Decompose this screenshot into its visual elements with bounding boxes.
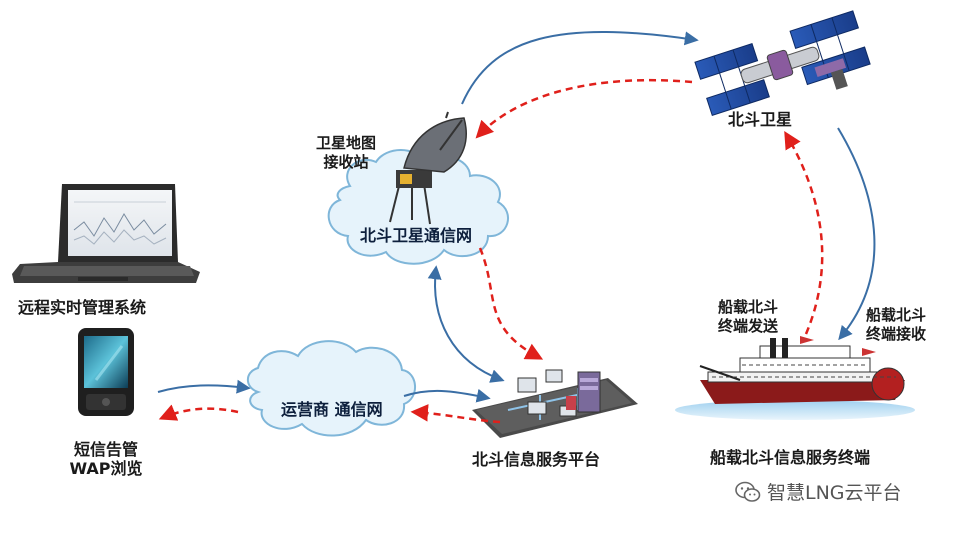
- arrow-carrier-to-phone: [158, 404, 239, 421]
- station-label-line1: 卫星地图: [315, 134, 376, 152]
- ship-recv-line2: 终端接收: [865, 325, 926, 343]
- watermark: 智慧LNG云平台: [735, 478, 902, 505]
- ship-icon: [675, 336, 915, 420]
- ship-terminal-label: 船载北斗信息服务终端: [710, 448, 871, 467]
- arrow-satellite-to-station: [475, 78, 693, 139]
- beidou-network-label: 北斗卫星通信网: [360, 226, 473, 245]
- phone-icon: [78, 328, 134, 416]
- sms-label-line1: 短信告管: [73, 440, 138, 459]
- ship-receive-label: 船载北斗 终端接收: [856, 306, 936, 344]
- carrier-network-label: 运营商 通信网: [281, 400, 383, 419]
- carrier-cloud: [246, 340, 416, 437]
- arrow-phone-to-carrier: [157, 379, 251, 394]
- sms-label-line2: WAP浏览: [69, 459, 143, 478]
- wechat-icon: [735, 481, 761, 502]
- ship-send-label: 船载北斗 终端发送: [708, 298, 788, 336]
- satellite-icon: [694, 10, 871, 117]
- arrow-satellite-to-ship: [837, 127, 876, 341]
- platform-network-icon: [472, 369, 638, 438]
- platform-label: 北斗信息服务平台: [472, 450, 601, 469]
- arrow-platform-to-carrier: [410, 404, 501, 424]
- arrow-carrier-to-platform: [403, 388, 491, 403]
- arrow-network-to-platform: [478, 247, 544, 360]
- arrow-platform-to-network: [427, 265, 505, 383]
- station-label-line2: 接收站: [323, 153, 369, 171]
- arrow-ship-to-satellite: [784, 130, 824, 335]
- ground-station-label: 卫星地图 接收站: [306, 134, 386, 172]
- beidou-satellite-label: 北斗卫星: [728, 110, 793, 129]
- sms-wap-label: 短信告管 WAP浏览: [66, 440, 146, 478]
- laptop-icon: [12, 184, 200, 283]
- ship-recv-line1: 船载北斗: [865, 306, 926, 324]
- ship-send-line1: 船载北斗: [717, 298, 778, 316]
- remote-system-label: 远程实时管理系统: [18, 298, 147, 317]
- watermark-text: 智慧LNG云平台: [767, 482, 902, 504]
- ship-send-line2: 终端发送: [717, 317, 778, 335]
- satellite-dish-icon: [389, 111, 467, 225]
- arrow-network-to-satellite: [461, 31, 699, 105]
